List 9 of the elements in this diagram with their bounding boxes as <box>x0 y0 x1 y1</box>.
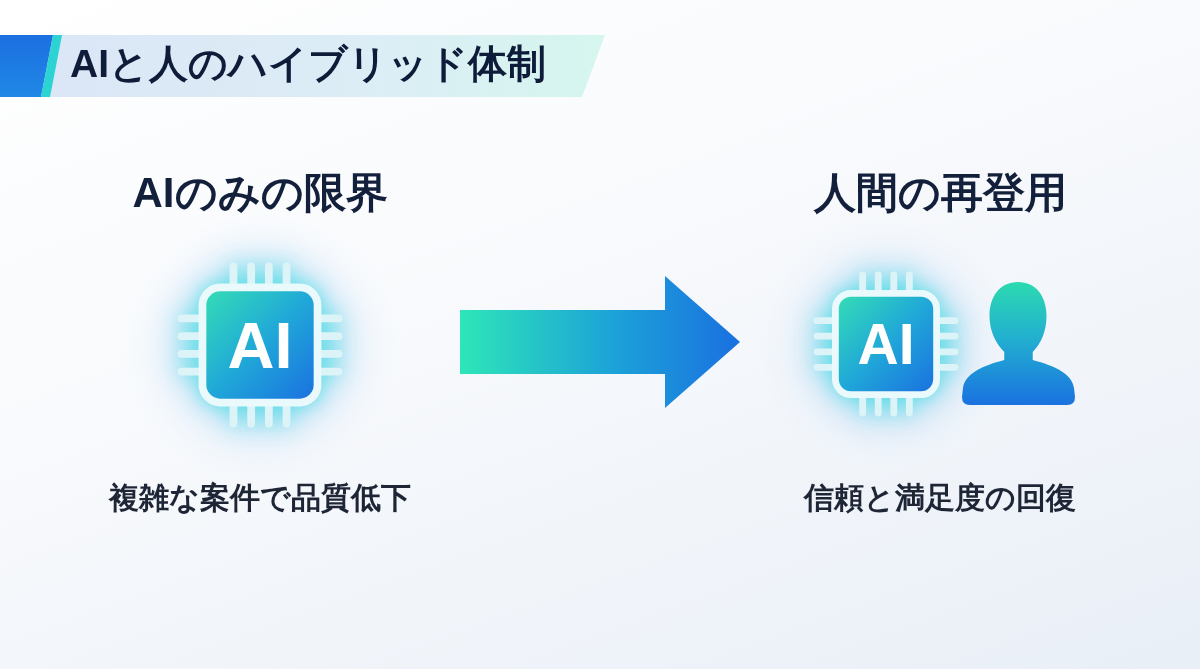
caption-text: 複雑な案件で品質低下 <box>109 480 411 516</box>
slide-title: AIと人のハイブリッド体制 <box>70 41 546 87</box>
heading: AIのみの限界 <box>132 168 388 218</box>
person-icon <box>962 282 1075 405</box>
chip-label: AI <box>857 315 915 373</box>
caption-text: 信頼と満足度の回復 <box>804 480 1076 516</box>
arrow <box>460 276 740 408</box>
chip-label: AI <box>227 312 293 378</box>
heading: 人間の再登用 <box>813 168 1067 218</box>
